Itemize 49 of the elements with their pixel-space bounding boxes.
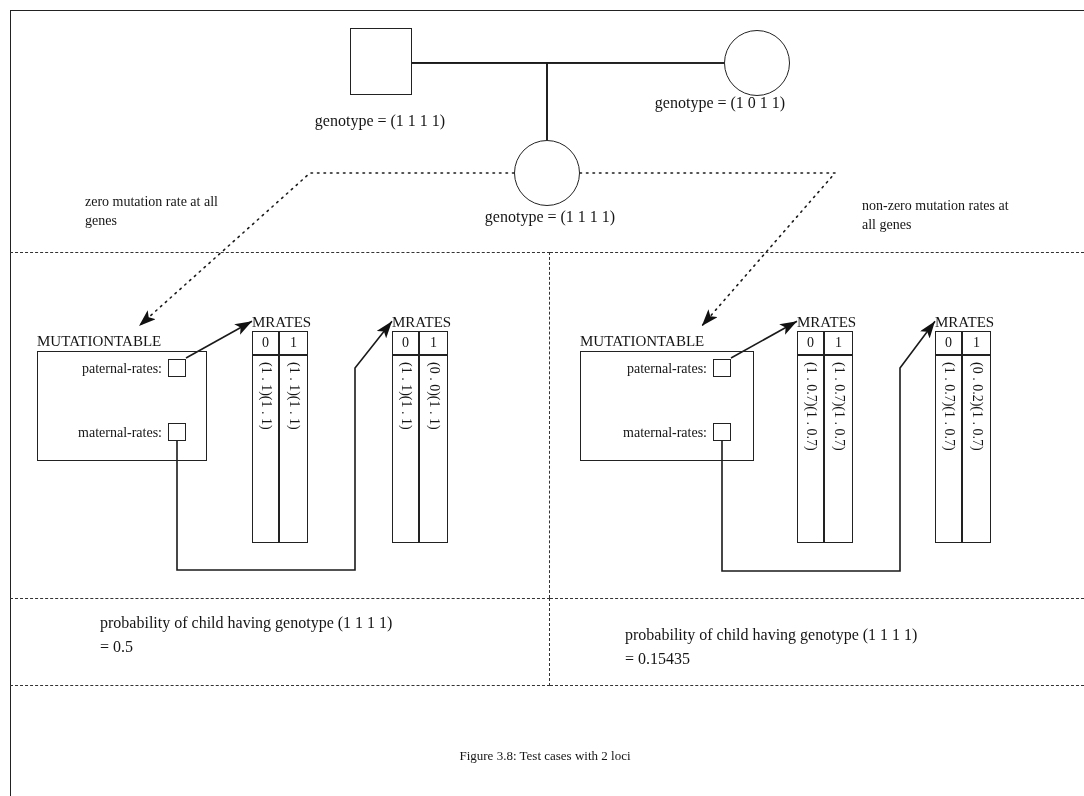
index-header: 1 (280, 332, 307, 356)
array-title: MRATES (252, 313, 312, 331)
index-header: 1 (963, 332, 990, 356)
result-band (550, 598, 1084, 686)
rate-pairs: (0 . 0.2)(1 . 0.7) (968, 362, 985, 451)
rate-pairs: (1 . 1)(1 . 1) (285, 362, 302, 430)
result-value: = 0.15435 (625, 649, 691, 669)
arrow (730, 320, 798, 359)
dotted-arrow (138, 172, 515, 327)
index-header: 0 (798, 332, 825, 356)
rate-pairs: (0 . 0)(1 . 1) (425, 362, 442, 430)
field-label: genotype = (1 1 1 1) (483, 208, 617, 226)
table-title: MUTATIONTABLE (580, 332, 705, 351)
index-header: 1 (825, 332, 852, 356)
rate-pairs: (1 . 0.7)(1 . 0.7) (940, 362, 957, 451)
rate-pairs: (1 . 0.7)(1 . 0.7) (830, 362, 847, 451)
square-symbol (350, 28, 412, 95)
field-label: paternal-rates: (625, 360, 707, 378)
arrow (176, 320, 393, 571)
pointer-slot (168, 359, 186, 377)
field-label: maternal-rates: (622, 424, 707, 442)
pointer-slot (713, 423, 731, 441)
field-label: paternal-rates: (80, 360, 162, 378)
arrow (721, 320, 936, 572)
field-label: genotype = (1 0 1 1) (653, 94, 787, 112)
pointer-slot (168, 423, 186, 441)
index-header: 0 (393, 332, 420, 356)
field-label: genotype = (1 1 1 1) (313, 112, 447, 130)
rate-pairs: (1 . 0.7)(1 . 0.7) (802, 362, 819, 451)
pointer-slot (713, 359, 731, 377)
index-header: 1 (420, 332, 447, 356)
result-value: = 0.5 (100, 637, 134, 657)
result-band (10, 598, 550, 686)
array-title: MRATES (935, 313, 995, 331)
table-title: MUTATIONTABLE (37, 332, 162, 351)
field-label: maternal-rates: (77, 424, 162, 442)
rate-pairs: (1 . 1)(1 . 1) (257, 362, 274, 430)
index-header: 0 (253, 332, 280, 356)
arrow (185, 320, 253, 359)
array-title: MRATES (797, 313, 857, 331)
rate-pairs: (1 . 1)(1 . 1) (397, 362, 414, 430)
dashed-panel (10, 252, 550, 598)
index-header: 0 (936, 332, 963, 356)
figure-caption: Figure 3.8: Test cases with 2 loci (459, 748, 631, 763)
dotted-arrow (579, 172, 837, 327)
connector-line (546, 62, 725, 141)
array-title: MRATES (392, 313, 452, 331)
probability-text: probability of child having genotype (1 1 1 1) (100, 613, 393, 633)
probability-text: probability of child having genotype (1 1 1 1) (625, 625, 918, 645)
